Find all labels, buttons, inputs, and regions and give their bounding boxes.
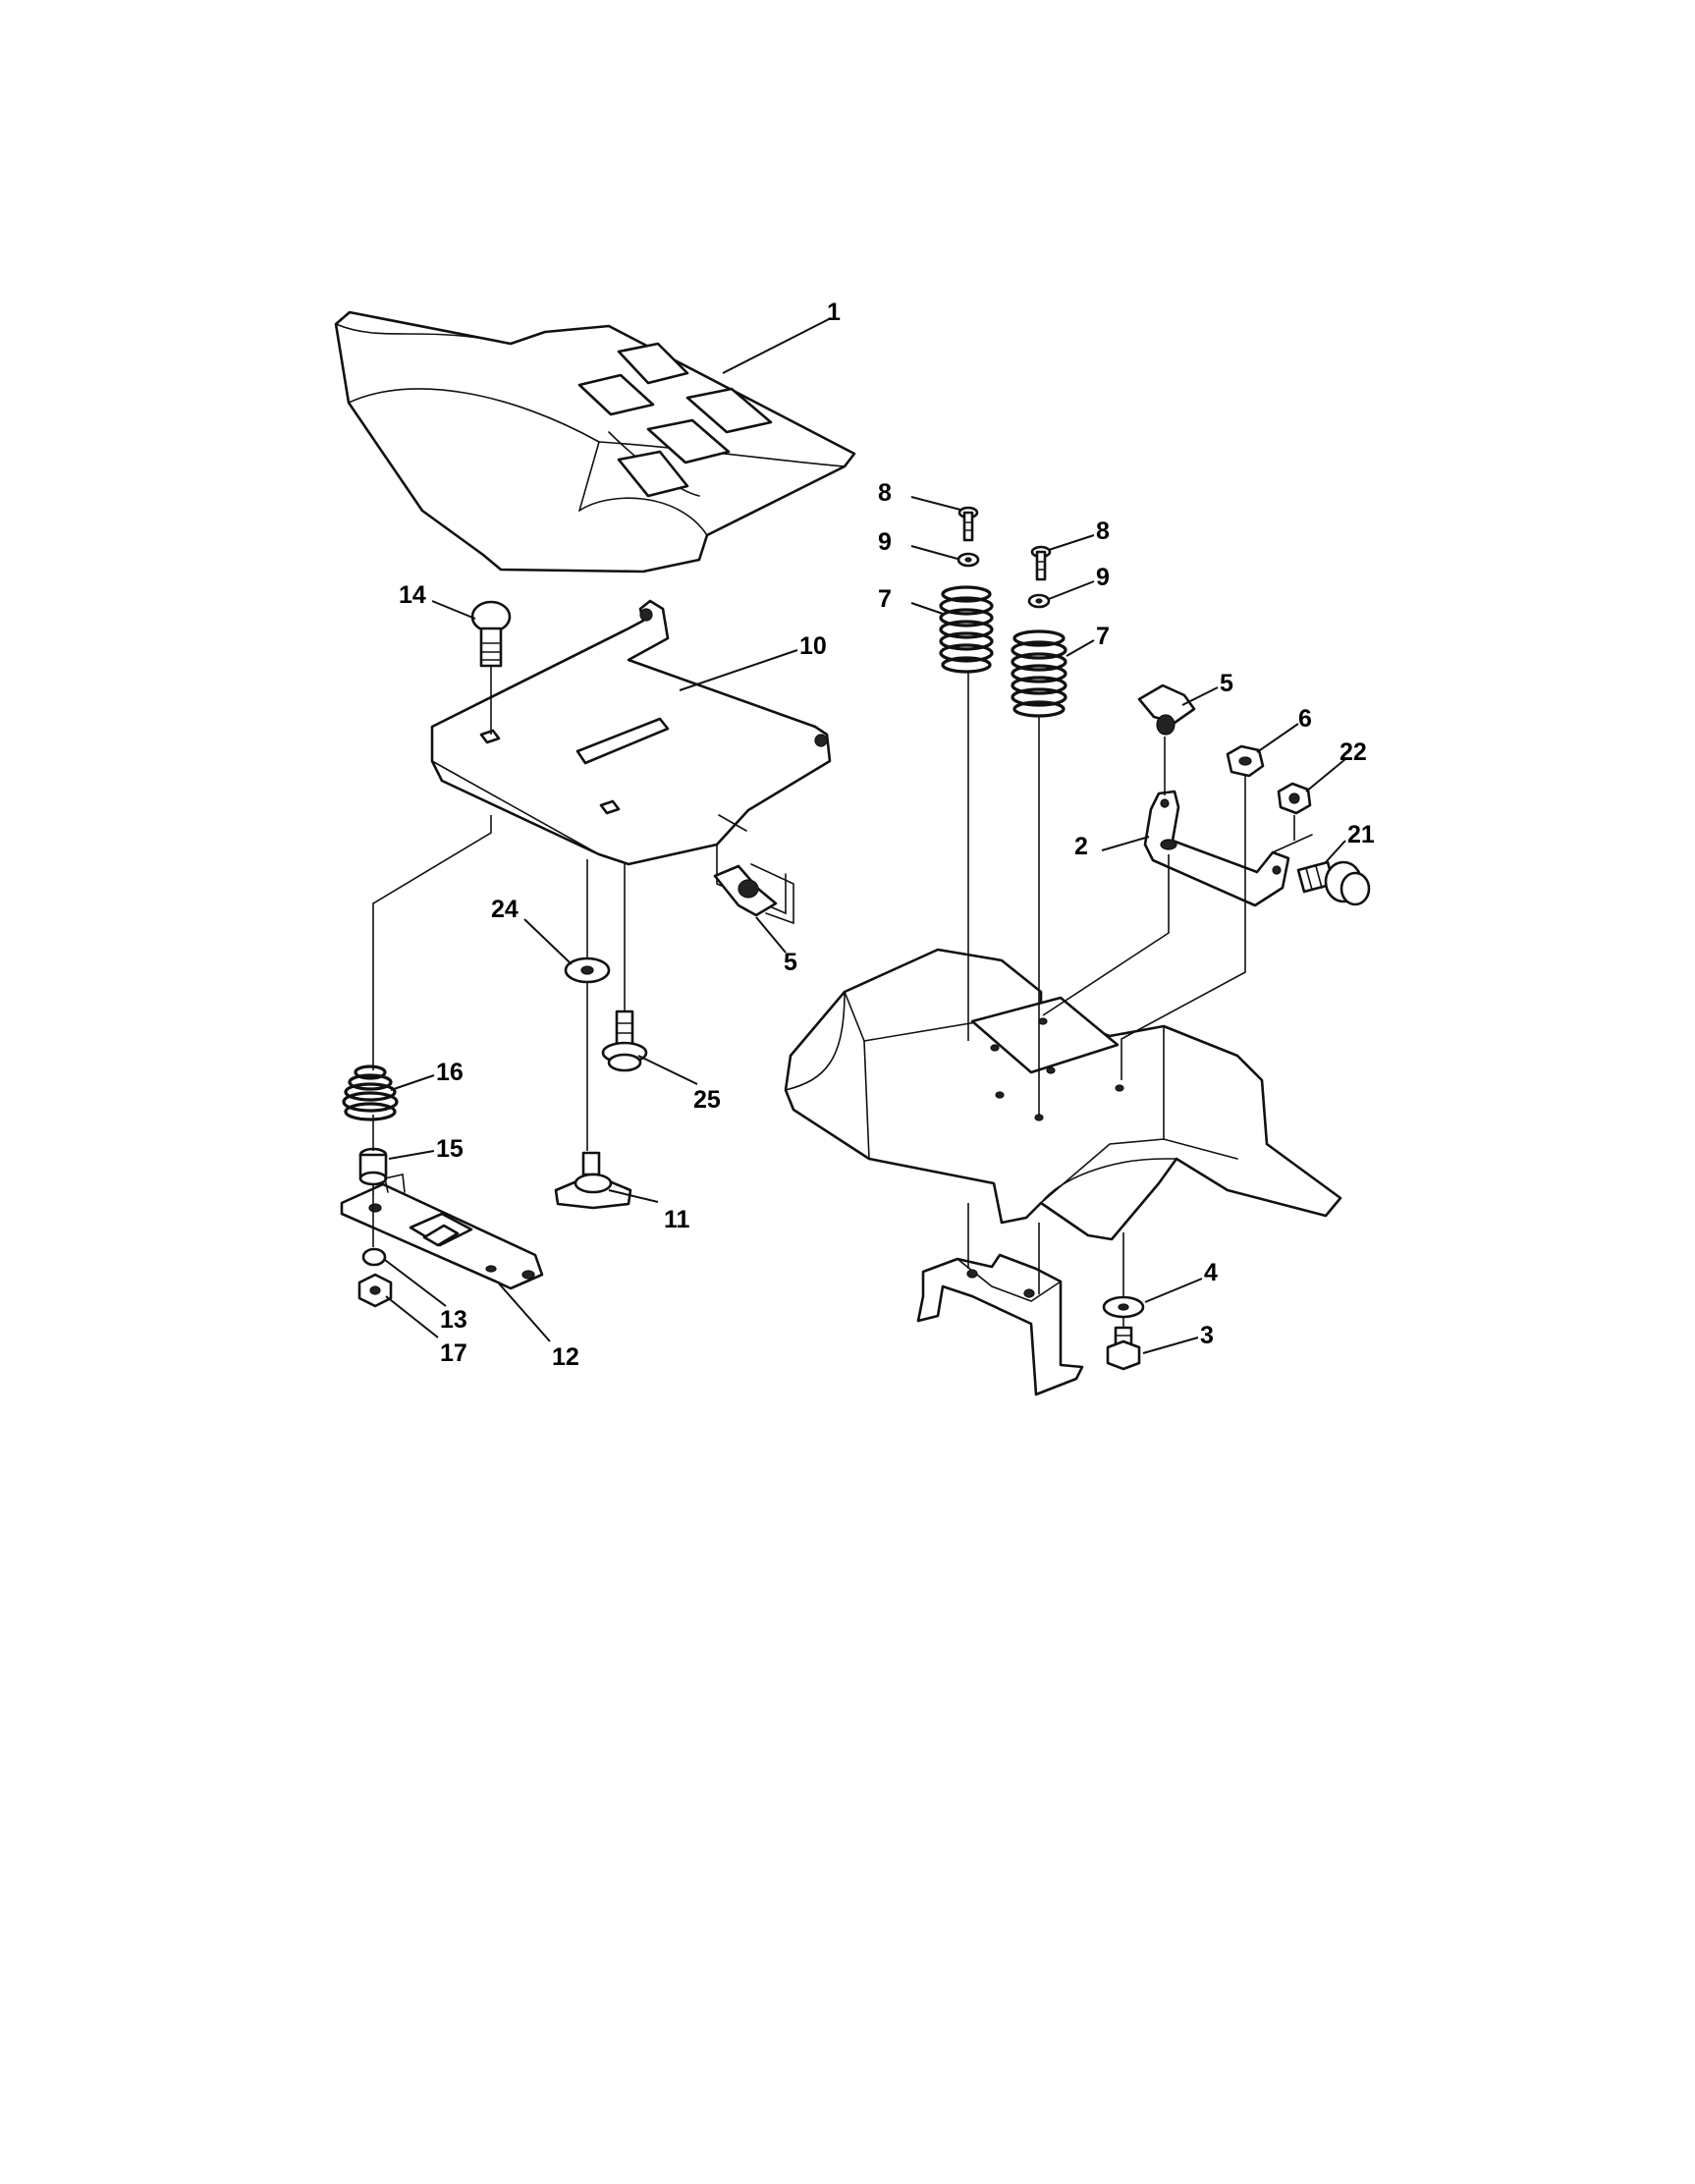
callout-11: 11 [664,1206,690,1233]
leader-lines [384,317,1346,1354]
callout-8: 8 [878,479,892,507]
seat-part-1 [334,310,856,573]
nut-part-22 [1277,782,1312,815]
callout-21: 21 [1347,821,1375,848]
callout-10: 10 [799,632,827,660]
callout-15: 15 [436,1135,464,1163]
flange-nut-part-17 [357,1273,393,1308]
callout-5: 5 [784,949,797,976]
callout-24: 24 [491,896,519,923]
callout-labels: 1 8 9 7 8 9 7 14 10 5 6 22 21 2 5 24 16 … [399,299,1375,1371]
callout-17: 17 [440,1339,467,1367]
spring-part-16 [342,1065,399,1121]
bracket-part-2 [1143,790,1313,907]
hex-nut-part-6 [1226,744,1265,778]
clip-part-5-right [1137,683,1196,736]
callout-4: 4 [1204,1259,1218,1286]
bolt-part-8-left [957,506,979,542]
slide-bracket-part-12 [340,1174,544,1290]
callout-9: 9 [1096,564,1110,591]
washer-part-9-left [957,552,980,568]
callout-7: 7 [878,585,892,613]
spring-part-7-left [939,585,994,674]
callout-5: 5 [1220,670,1233,697]
callout-7: 7 [1096,623,1110,650]
seat-pan-part-10 [430,599,832,915]
callout-1: 1 [827,299,841,326]
callout-9: 9 [878,528,892,556]
carriage-bolt-part-14 [470,600,512,735]
callout-22: 22 [1340,738,1367,766]
fender [784,948,1342,1241]
callout-2: 2 [1074,833,1088,860]
washer-part-9-right [1027,593,1051,609]
callout-16: 16 [436,1059,464,1086]
pivot-bolt-part-21 [1296,860,1371,906]
nut-part-13 [361,1247,387,1267]
callout-8: 8 [1096,518,1110,545]
washer-part-4 [1102,1295,1145,1319]
callout-6: 6 [1298,705,1312,733]
clip-part-5-left [713,863,794,925]
washer-part-24 [564,956,611,984]
callout-25: 25 [693,1086,721,1114]
fender-mount-bracket [916,1253,1084,1396]
assembly-lines [372,673,1295,1328]
bolt-part-8-right [1030,545,1052,581]
spring-part-7-right [1011,629,1067,718]
callout-14: 14 [399,581,426,609]
wing-knob-part-11 [554,1151,632,1210]
callout-12: 12 [552,1343,579,1371]
spacer-part-15 [358,1147,388,1186]
callout-13: 13 [440,1306,467,1334]
hex-bolt-part-3 [1106,1326,1141,1371]
shoulder-bolt-part-25 [601,1010,648,1072]
callout-3: 3 [1200,1322,1214,1349]
